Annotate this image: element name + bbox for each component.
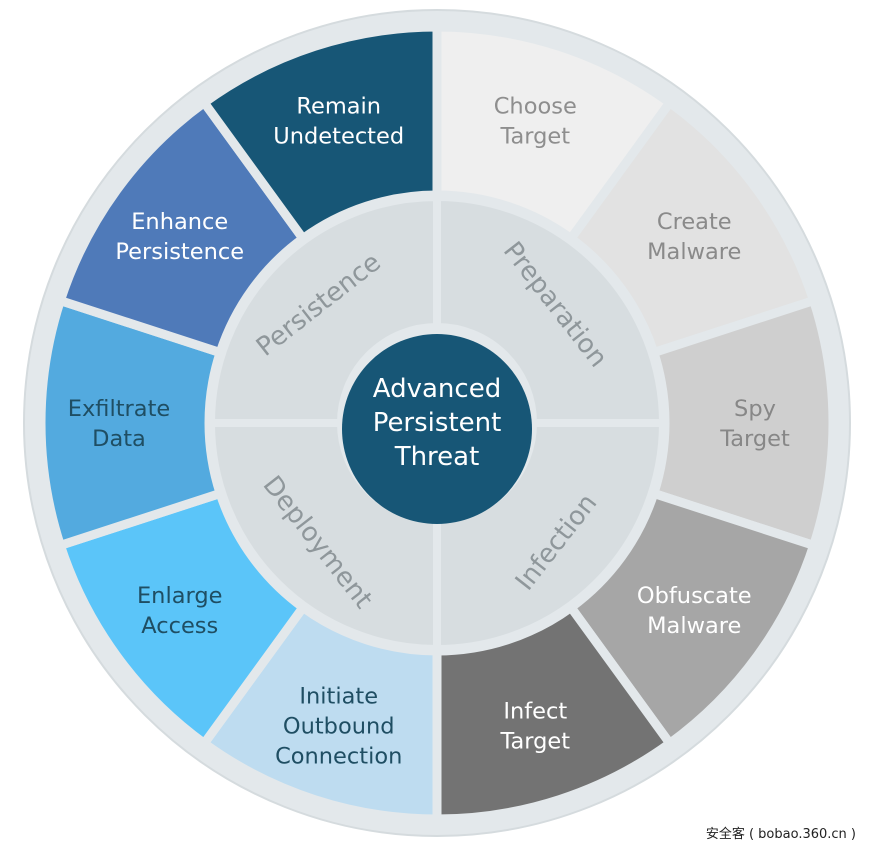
phases-ring: PreparationInfectionDeploymentPersistenc… [206, 192, 668, 654]
phase-shape [433, 192, 668, 427]
phase-persistence: Persistence [206, 192, 441, 427]
center-circle [342, 334, 532, 524]
phase-preparation: Preparation [433, 192, 668, 427]
watermark: 安全客 ( bobao.360.cn ) [705, 827, 856, 842]
phase-shape [206, 192, 441, 427]
